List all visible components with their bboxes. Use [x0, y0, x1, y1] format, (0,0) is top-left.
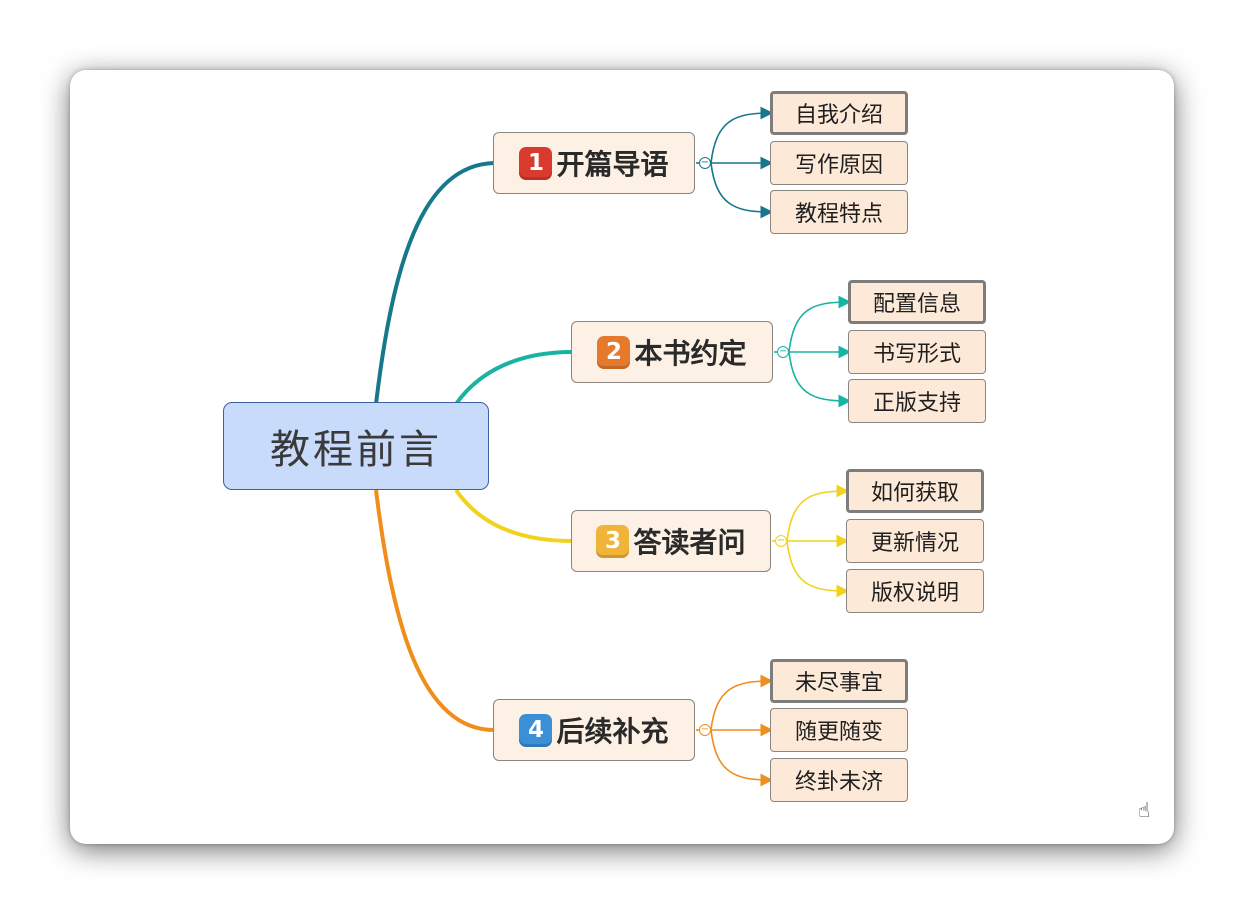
branch-topic-label: 开篇导语: [556, 148, 669, 181]
branch-topic-3[interactable]: 3 答读者问: [571, 510, 771, 572]
child-link-1-3: [710, 162, 774, 219]
minus-icon: −: [778, 346, 788, 357]
root-link-1: [374, 161, 495, 405]
subtopic-3-3[interactable]: 版权说明: [846, 569, 984, 613]
subtopic-2-3[interactable]: 正版支持: [848, 379, 986, 423]
subtopic-label: 版权说明: [870, 581, 959, 606]
child-link-1-1: [710, 106, 774, 164]
root-link-4: [374, 489, 495, 732]
subtopic-label: 终卦未济: [794, 770, 883, 795]
subtopic-label: 正版支持: [872, 391, 961, 416]
branch-topic-label: 答读者问: [633, 526, 746, 559]
subtopic-label: 未尽事宜: [794, 671, 883, 696]
subtopic-3-2[interactable]: 更新情况: [846, 519, 984, 563]
branch-topic-label: 本书约定: [634, 337, 747, 370]
subtopic-label: 更新情况: [870, 531, 959, 556]
collapse-toggle-1[interactable]: −: [699, 157, 711, 169]
subtopic-1-2[interactable]: 写作原因: [770, 141, 908, 185]
subtopic-4-1[interactable]: 未尽事宜: [770, 659, 908, 703]
minus-icon: −: [776, 535, 786, 546]
branch-topic-label: 后续补充: [556, 715, 669, 748]
root-topic-label: 教程前言: [270, 427, 442, 473]
subtopic-label: 自我介绍: [794, 103, 883, 128]
subtopic-label: 教程特点: [794, 202, 883, 227]
child-link-2-1: [788, 295, 852, 353]
child-link-4-1: [710, 674, 774, 731]
subtopic-2-1[interactable]: 配置信息: [848, 280, 986, 324]
root-link-2: [454, 350, 573, 406]
branch-topic-1[interactable]: 1 开篇导语: [493, 132, 695, 194]
subtopic-label: 配置信息: [872, 292, 961, 317]
priority-3-icon: 3: [596, 524, 630, 558]
subtopic-4-3[interactable]: 终卦未济: [770, 758, 908, 802]
subtopic-4-2[interactable]: 随更随变: [770, 708, 908, 752]
subtopic-label: 写作原因: [794, 153, 883, 178]
child-link-2-3: [788, 351, 852, 408]
collapse-toggle-2[interactable]: −: [777, 346, 789, 358]
root-link-3: [454, 488, 573, 543]
subtopic-1-1[interactable]: 自我介绍: [770, 91, 908, 135]
child-link-4-3: [710, 729, 774, 787]
branch-topic-4[interactable]: 4 后续补充: [493, 699, 695, 761]
branch-topic-2[interactable]: 2 本书约定: [571, 321, 773, 383]
child-link-3-3: [786, 540, 850, 598]
minus-icon: −: [700, 157, 710, 168]
priority-1-icon: 1: [519, 146, 553, 180]
root-topic[interactable]: 教程前言: [223, 402, 489, 490]
subtopic-label: 随更随变: [794, 720, 883, 745]
priority-4-icon: 4: [519, 713, 553, 747]
child-link-3-1: [786, 484, 850, 542]
minus-icon: −: [700, 724, 710, 735]
collapse-toggle-3[interactable]: −: [775, 535, 787, 547]
subtopic-label: 书写形式: [872, 342, 961, 367]
collapse-toggle-4[interactable]: −: [699, 724, 711, 736]
subtopic-3-1[interactable]: 如何获取: [846, 469, 984, 513]
subtopic-2-2[interactable]: 书写形式: [848, 330, 986, 374]
subtopic-label: 如何获取: [870, 481, 959, 506]
priority-2-icon: 2: [597, 335, 631, 369]
hand-cursor-icon: ☝: [1138, 798, 1151, 822]
subtopic-1-3[interactable]: 教程特点: [770, 190, 908, 234]
